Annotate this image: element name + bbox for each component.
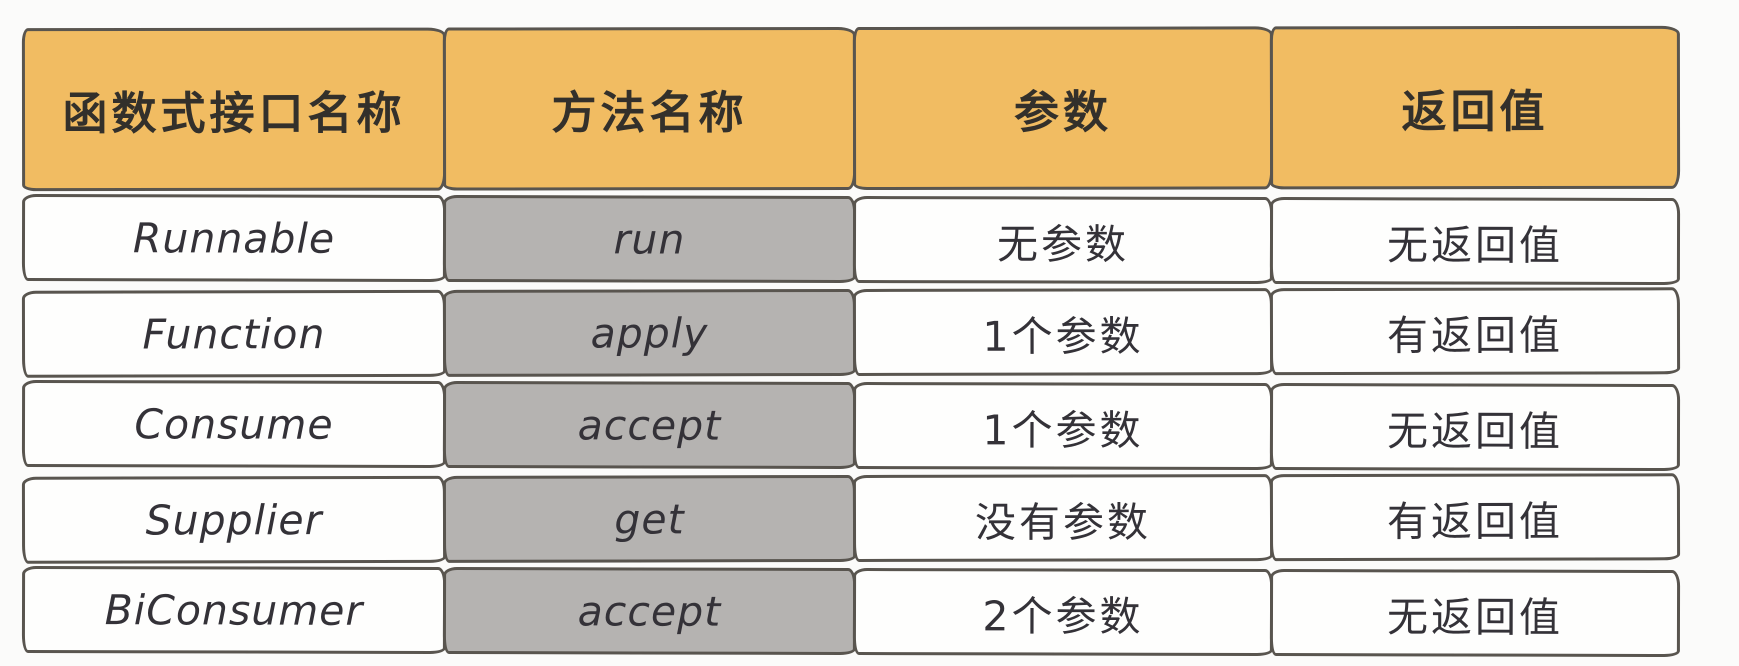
cell-return-value: 无返回值 bbox=[1269, 383, 1681, 472]
cell-method-name: run bbox=[442, 195, 857, 284]
column-header-return-value: 返回值 bbox=[1269, 25, 1681, 190]
cell-params: 没有参数 bbox=[852, 474, 1274, 562]
column-header-params: 参数 bbox=[852, 26, 1274, 190]
column-header-method-name: 方法名称 bbox=[442, 26, 857, 191]
cell-method-name: get bbox=[442, 474, 857, 563]
cell-params: 1个参数 bbox=[852, 382, 1274, 471]
cell-method-name: apply bbox=[442, 288, 857, 377]
cell-interface-name: Consume bbox=[21, 379, 447, 469]
table-row: Function apply 1个参数 有返回值 bbox=[21, 287, 1681, 378]
table-row: Runnable run 无参数 无返回值 bbox=[21, 193, 1681, 286]
cell-method-name: accept bbox=[442, 381, 857, 470]
cell-return-value: 有返回值 bbox=[1269, 473, 1681, 562]
table-row: Consume accept 1个参数 无返回值 bbox=[21, 379, 1681, 472]
cell-interface-name: Supplier bbox=[21, 475, 447, 564]
cell-interface-name: Function bbox=[21, 289, 447, 378]
cell-params: 2个参数 bbox=[852, 568, 1274, 657]
table-header-row: 函数式接口名称 方法名称 参数 返回值 bbox=[21, 25, 1681, 192]
cell-method-name: accept bbox=[442, 567, 857, 656]
cell-return-value: 无返回值 bbox=[1269, 197, 1681, 286]
cell-return-value: 有返回值 bbox=[1269, 287, 1681, 376]
table-row: BiConsumer accept 2个参数 无返回值 bbox=[21, 565, 1681, 658]
column-header-interface-name: 函数式接口名称 bbox=[21, 27, 447, 192]
cell-params: 无参数 bbox=[852, 196, 1274, 285]
cell-return-value: 无返回值 bbox=[1269, 569, 1681, 658]
functional-interfaces-table: 函数式接口名称 方法名称 参数 返回值 Runnable run 无参数 无返回… bbox=[21, 25, 1681, 658]
cell-params: 1个参数 bbox=[852, 288, 1274, 376]
table-row: Supplier get 没有参数 有返回值 bbox=[21, 473, 1681, 564]
cell-interface-name: Runnable bbox=[21, 193, 447, 283]
cell-interface-name: BiConsumer bbox=[21, 565, 447, 655]
